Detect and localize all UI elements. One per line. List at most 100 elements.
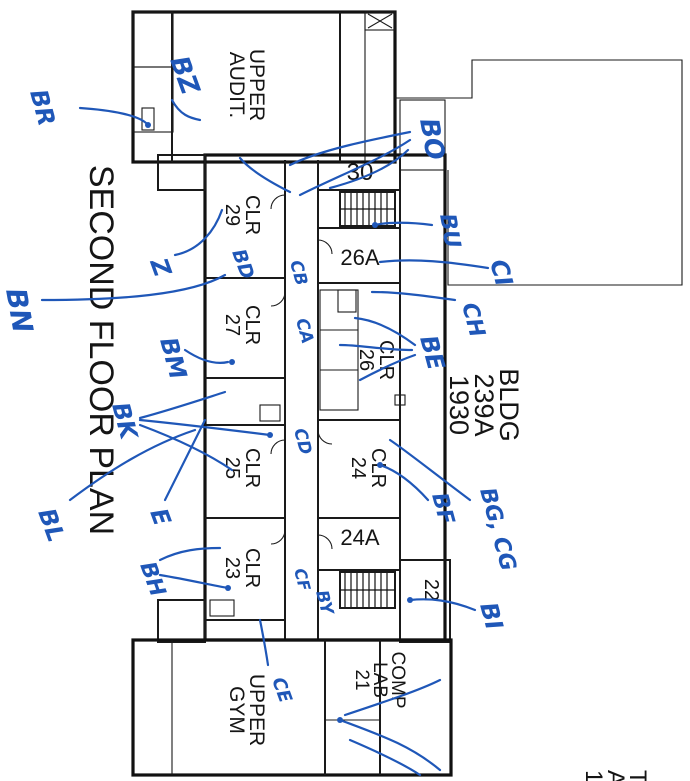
label-clr-25-2: 25 (221, 457, 243, 479)
label-room-22: 22 (420, 579, 442, 601)
building-line-2: 239A (469, 373, 499, 436)
stair-north (339, 191, 396, 227)
label-clr-27-1: CLR (241, 305, 263, 345)
building-walls (131, 10, 683, 777)
markup-dot-6 (407, 597, 413, 603)
markup-ce-line (258, 618, 270, 667)
markup-bo: BO (413, 116, 450, 162)
markup-dot-1 (229, 359, 235, 365)
markup-cd: CD (289, 426, 315, 457)
markup-bo-line-2 (298, 138, 412, 197)
markup-be-line-1 (353, 316, 417, 347)
markup-e-line (163, 418, 207, 502)
markup-bl-line (68, 428, 197, 502)
markup-ch: CH (456, 300, 489, 340)
markup-z: Z (144, 254, 177, 281)
label-upper-audit-2: AUDIT. (225, 52, 248, 119)
room-comp-lab: COMP LAB 21 (351, 652, 408, 709)
markup-bm-line (183, 348, 230, 364)
label-upper-gym-1: UPPER (245, 674, 268, 746)
label-upper-gym-2: GYM (225, 686, 248, 734)
building-line-3: 1930 (444, 375, 474, 435)
markup-bh-line (158, 573, 230, 590)
building-id: BLDG 239A 1930 (444, 368, 524, 442)
building-line-1: BLDG (494, 368, 524, 442)
markup-by: BY (311, 588, 337, 618)
label-upper-audit-1: UPPER (245, 49, 268, 121)
markup-bm: BM (154, 334, 192, 382)
markup-lab-line-2 (343, 678, 442, 717)
markup-ch-line (370, 290, 457, 302)
markup-br: BR (24, 86, 61, 129)
markup-bd: BD (227, 246, 258, 282)
markup-lab-line-1 (338, 718, 442, 772)
label-clr-29-2: 29 (221, 204, 243, 226)
markup-dot-2 (267, 432, 273, 438)
markup-bz: BZ (163, 52, 205, 100)
markup-bn-line (40, 273, 227, 302)
markup-bk-line-3 (138, 390, 227, 420)
markup-ce: CE (267, 675, 296, 707)
label-clr-26-2: 26 (355, 349, 377, 371)
label-clr-27-2: 27 (221, 314, 243, 336)
label-clr-24-1: CLR (367, 448, 389, 488)
corner-note-1: TO (624, 770, 651, 781)
label-clr-29-1: CLR (241, 195, 263, 235)
corner-note-3: 1 (580, 770, 607, 781)
markup-bh-line-2 (158, 546, 222, 562)
corner-note: TO A 1 (580, 770, 651, 781)
markup-dot-4 (372, 222, 378, 228)
markup-bu: BU (434, 212, 465, 251)
markup-br-dot (145, 122, 151, 128)
markup-ci-line (378, 259, 490, 270)
markup-be-line-3 (338, 343, 414, 352)
markup-bk-line-2 (138, 423, 234, 472)
markup-bo-line-1 (288, 130, 412, 167)
markup-bf: BF (426, 490, 458, 527)
label-comp-lab-3: 21 (351, 669, 372, 690)
markup-cb: CB (285, 258, 311, 288)
plan-title: SECOND FLOOR PLAN (82, 165, 120, 535)
markup-bg-line (388, 438, 472, 502)
label-clr-23-2: 23 (221, 557, 243, 579)
label-clr-24-2: 24 (347, 457, 369, 479)
label-clr-25-1: CLR (241, 448, 263, 488)
markup-z-line (173, 208, 224, 257)
room-clr-25: CLR 25 (221, 448, 263, 488)
corner-note-2: A (602, 770, 629, 781)
label-clr-26-1: CLR (375, 340, 397, 380)
markup-bz-line (170, 98, 202, 122)
markup-ca: CA (291, 316, 317, 346)
markup-bn: BN (0, 285, 39, 335)
markup-lab-line-3 (348, 738, 422, 777)
markup-e: E (144, 504, 176, 530)
markup-bu-line (373, 221, 434, 227)
room-upper-gym: UPPER GYM (225, 674, 268, 746)
markup-bh: BH (134, 559, 170, 601)
markup-dot-3 (225, 585, 231, 591)
label-clr-23-1: CLR (241, 548, 263, 588)
label-room-26a: 26A (340, 245, 379, 270)
markup-br-line (78, 106, 150, 127)
markup-bi-line (408, 598, 477, 612)
markup-be-line-2 (358, 353, 417, 382)
room-clr-24: CLR 24 (347, 448, 389, 488)
room-clr-29: CLR 29 (221, 195, 263, 235)
markup-bo-line-3 (328, 148, 410, 190)
markup-bf-line (378, 463, 430, 502)
markup-bo-line-4 (238, 156, 292, 194)
markup-dot-5 (377, 462, 383, 468)
markup-cf: CF (290, 566, 314, 593)
markup-bk-line-1 (138, 418, 272, 437)
room-clr-23: CLR 23 (221, 548, 263, 588)
markup-bl: BL (32, 504, 70, 545)
room-upper-audit: UPPER AUDIT. (225, 49, 268, 121)
stair-south (339, 571, 396, 609)
room-clr-27: CLR 27 (221, 305, 263, 345)
label-room-24a: 24A (340, 525, 379, 550)
markup-bg-cg: BG, CG (474, 485, 520, 574)
label-comp-lab-2: LAB (369, 662, 390, 698)
markup-bi: BI (474, 599, 508, 633)
markup-ci: CI (484, 256, 518, 289)
